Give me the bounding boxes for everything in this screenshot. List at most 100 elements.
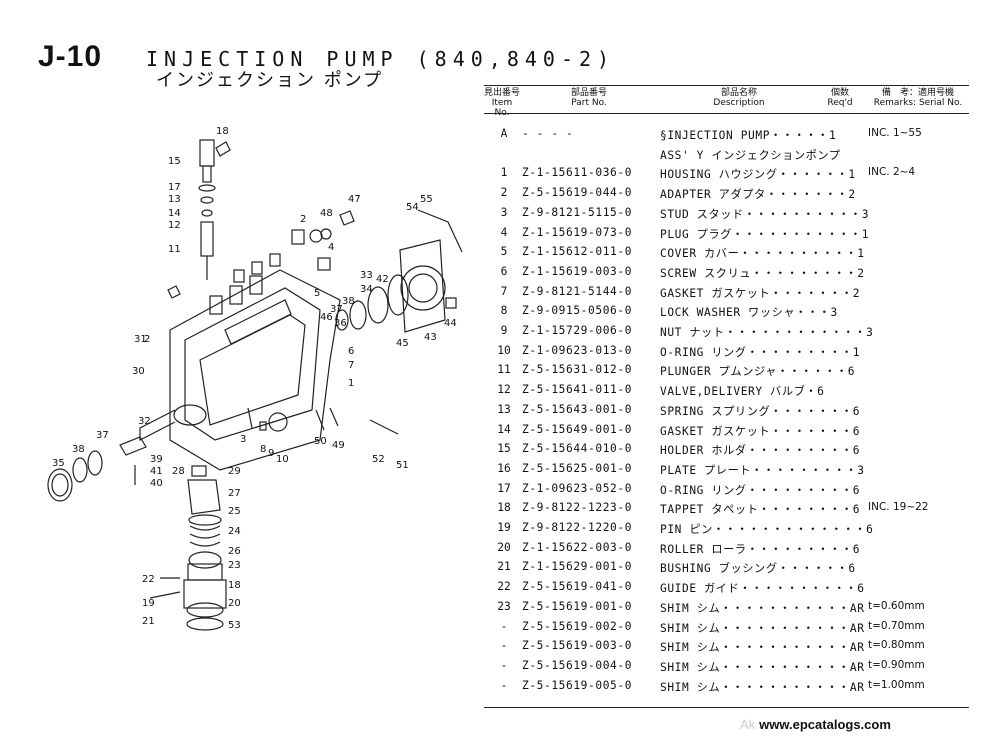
row-part-no: Z-5-15631-012-0 [522, 363, 633, 377]
svg-text:38: 38 [72, 444, 85, 455]
svg-text:18: 18 [228, 580, 241, 591]
row-item-no: 14 [497, 422, 511, 436]
row-remark: t=0.80mm [868, 639, 925, 652]
row-item-no: 5 [500, 245, 508, 259]
svg-text:2: 2 [300, 214, 306, 225]
svg-text:4: 4 [328, 242, 334, 253]
row-part-no: Z-1-15619-003-0 [522, 264, 633, 278]
row-remark: INC. 19~22 [868, 501, 929, 514]
row-part-no: Z-5-15619-004-0 [522, 658, 633, 672]
row-part-no: Z-5-15641-011-0 [522, 383, 633, 397]
svg-text:54: 54 [406, 202, 419, 213]
row-item-no: 6 [500, 264, 508, 278]
row-part-no: Z-5-15619-041-0 [522, 580, 633, 594]
svg-text:18: 18 [216, 126, 229, 137]
row-description: GASKET ガスケット・・・・・・・2 [660, 286, 861, 300]
row-description: VALVE,DELIVERY バルブ・6 [660, 385, 825, 399]
svg-text:15: 15 [168, 156, 181, 167]
row-description: SHIM シム・・・・・・・・・・・AR [660, 641, 865, 655]
svg-text:40: 40 [150, 478, 163, 489]
svg-text:1: 1 [348, 378, 354, 389]
row-description: COVER カバー・・・・・・・・・・1 [660, 247, 865, 261]
row-description: SPRING スプリング・・・・・・・6 [660, 404, 861, 418]
svg-text:11: 11 [168, 244, 181, 255]
row-part-no: Z-1-15611-036-0 [522, 166, 633, 180]
row-item-no: 12 [497, 383, 511, 397]
svg-text:22: 22 [142, 574, 155, 585]
row-description: TAPPET タペット・・・・・・・・6 [660, 503, 861, 517]
row-part-no: Z-1-09623-013-0 [522, 343, 633, 357]
row-part-no: Z-5-15643-001-0 [522, 402, 633, 416]
svg-text:6: 6 [348, 346, 354, 357]
svg-text:19: 19 [142, 598, 155, 609]
svg-text:27: 27 [228, 488, 241, 499]
svg-text:3: 3 [240, 434, 246, 445]
svg-text:47: 47 [348, 194, 361, 205]
svg-text:42: 42 [376, 274, 389, 285]
svg-text:53: 53 [228, 620, 241, 631]
row-part-no: Z-5-15619-003-0 [522, 639, 633, 653]
row-part-no: Z-9-8122-1220-0 [522, 521, 633, 534]
svg-text:29: 29 [228, 466, 241, 477]
row-description: GUIDE ガイド・・・・・・・・・・6 [660, 582, 865, 596]
svg-text:41: 41 [150, 466, 163, 477]
page-code: J-10 [38, 40, 103, 73]
table-row: 12 Z-5-15641-011-0 VALVE,DELIVERY バルブ・6 [484, 381, 969, 400]
row-part-no: Z-5-15644-010-0 [522, 442, 633, 456]
row-part-no: Z-9-8121-5144-0 [522, 284, 633, 298]
svg-text:43: 43 [424, 332, 437, 343]
row-description: PIN ピン・・・・・・・・・・・・・6 [660, 523, 874, 536]
row-part-no: Z-5-15649-001-0 [522, 422, 633, 436]
row-description: PLUNGER プムンジャ・・・・・・6 [660, 365, 856, 379]
row-item-no: 15 [497, 442, 511, 456]
row-item-no: 20 [497, 540, 511, 554]
row-description: HOUSING ハウジング・・・・・・1 [660, 168, 856, 182]
table-row: 14 Z-5-15649-001-0 GASKET ガスケット・・・・・・・6 [484, 421, 969, 440]
row-item-no: 10 [497, 343, 511, 357]
row-description: O-RING リング・・・・・・・・・6 [660, 483, 861, 497]
svg-text:33: 33 [360, 270, 373, 281]
row-part-no: - - - - [522, 127, 574, 140]
svg-text:12: 12 [168, 220, 181, 231]
svg-text:31: 31 [134, 334, 147, 345]
svg-text:26: 26 [228, 546, 241, 557]
row-remark: INC. 1~55 [868, 127, 922, 139]
table-row: 7 Z-9-8121-5144-0 GASKET ガスケット・・・・・・・2 [484, 283, 969, 302]
row-part-no: Z-5-15625-001-0 [522, 461, 633, 475]
svg-text:49: 49 [332, 440, 345, 451]
row-item-no: 2 [500, 186, 508, 200]
row-item-no: 7 [500, 284, 508, 298]
row-remark: t=0.90mm [868, 658, 925, 671]
svg-text:17: 17 [168, 182, 181, 193]
row-part-no: Z-1-15619-073-0 [522, 225, 633, 239]
row-description: ADAPTER アダプタ・・・・・・・2 [660, 188, 856, 202]
svg-text:45: 45 [396, 338, 409, 349]
svg-text:7: 7 [348, 360, 354, 371]
svg-text:25: 25 [228, 506, 241, 517]
svg-text:13: 13 [168, 194, 181, 205]
svg-text:50: 50 [314, 436, 327, 447]
svg-text:36: 36 [334, 318, 347, 329]
svg-text:51: 51 [396, 460, 409, 471]
row-item-no: 3 [500, 205, 508, 219]
row-description: GASKET ガスケット・・・・・・・6 [660, 424, 861, 438]
row-part-no: Z-1-15629-001-0 [522, 560, 633, 574]
row-description: SHIM シム・・・・・・・・・・・AR [660, 621, 865, 635]
svg-text:35: 35 [52, 458, 65, 469]
row-description: O-RING リング・・・・・・・・・1 [660, 345, 861, 359]
row-part-no: Z-5-15619-001-0 [522, 599, 633, 613]
row-description: ROLLER ローラ・・・・・・・・・6 [660, 542, 861, 556]
svg-text:46: 46 [320, 312, 333, 323]
